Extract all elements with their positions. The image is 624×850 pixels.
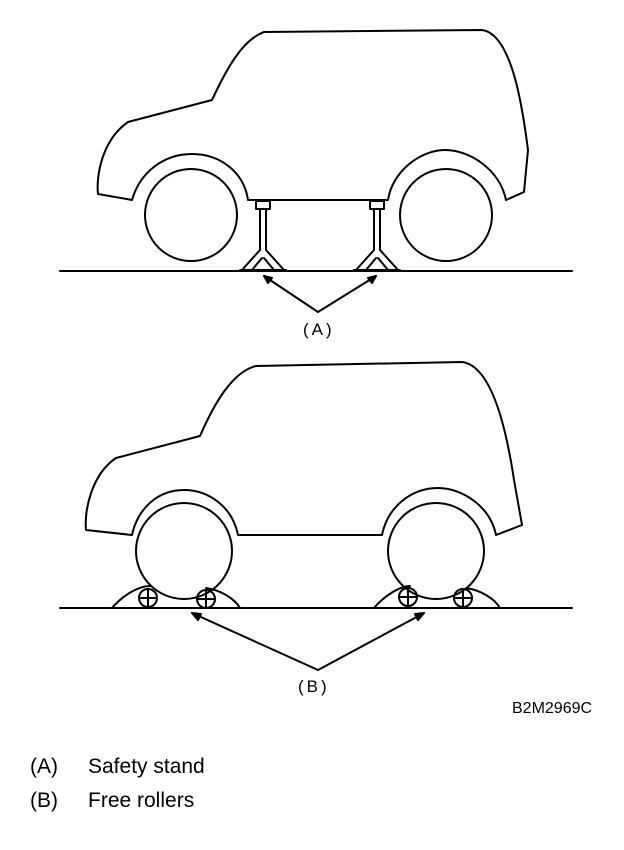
vehicle-support-diagram (59, 29, 573, 671)
legend-key: (B) (30, 789, 58, 812)
rear-wheel-top (399, 168, 493, 262)
front-wheel-top (144, 168, 238, 262)
front-wheel-bottom (135, 502, 233, 600)
leader-line-a-left (263, 275, 319, 313)
safety-stand-left (239, 200, 287, 271)
leader-line-b-left (191, 612, 319, 671)
figure-free-rollers (59, 361, 573, 671)
legend-label: Free rollers (88, 789, 195, 812)
figure-safety-stand (59, 29, 573, 313)
figure-code: B2M2969C (512, 700, 593, 717)
rear-wheel-bottom (387, 502, 485, 600)
callout-label-b: (B) (298, 677, 330, 696)
arrowhead-a-right (367, 275, 377, 284)
callout-label-a: (A) (303, 320, 335, 339)
arrowhead-b-right (414, 612, 425, 621)
car-body-bottom (84, 361, 523, 536)
arrowhead-a-left (263, 275, 273, 284)
safety-stand-right (353, 200, 401, 271)
legend-label: Safety stand (88, 755, 205, 778)
legend-item-b: (B) Free rollers (30, 784, 205, 818)
car-body-top (96, 29, 529, 201)
legend-item-a: (A) Safety stand (30, 750, 205, 784)
free-roller-rear (373, 585, 501, 609)
legend-key: (A) (30, 755, 58, 778)
leader-line-a-right (317, 275, 377, 313)
free-roller-front (111, 585, 241, 609)
arrowhead-b-left (191, 612, 202, 621)
leader-line-b-right (317, 612, 425, 671)
legend: (A) Safety stand (B) Free rollers (30, 750, 205, 818)
